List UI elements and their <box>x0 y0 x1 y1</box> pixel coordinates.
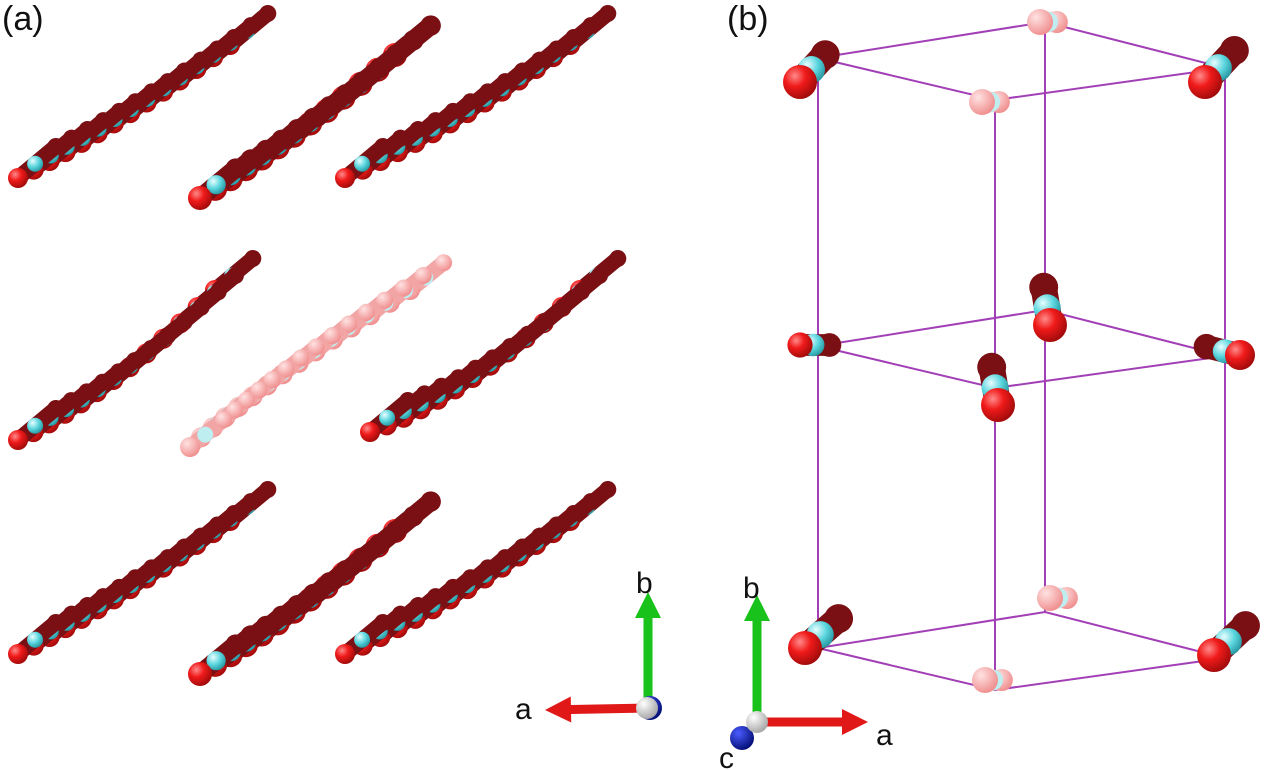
co2-molecule-icon <box>188 634 246 686</box>
molecule-chain <box>335 481 617 664</box>
co2-molecule-icon <box>335 138 392 188</box>
co2-molecule-icon <box>1029 272 1067 342</box>
co2-molecule-icon <box>1037 585 1078 611</box>
molecule-chain <box>180 254 453 457</box>
axis-b-arrow-icon <box>744 595 770 727</box>
molecule-chain <box>8 481 277 664</box>
co2-molecule-icon <box>1027 9 1068 35</box>
axis-a-label: a <box>876 719 893 752</box>
co2-molecule-icon <box>8 614 65 664</box>
panel-a-label: (a) <box>2 0 44 38</box>
axis-c-icon <box>730 726 754 750</box>
co2-molecule-icon <box>787 332 842 358</box>
cell-face <box>817 610 1226 692</box>
cell-molecules <box>783 9 1260 693</box>
co2-molecule-icon <box>969 89 1010 115</box>
co2-molecule-icon <box>972 667 1013 693</box>
panel-b-axis-triad: b a c <box>719 572 893 770</box>
axis-origin-icon <box>746 711 768 733</box>
molecule-layer <box>8 250 627 457</box>
axis-origin-icon <box>636 697 658 719</box>
molecule-chain <box>335 5 617 188</box>
molecule-layer <box>8 481 617 686</box>
co2-molecule-icon <box>1197 611 1260 672</box>
molecule-layer <box>8 5 617 210</box>
co2-molecule-icon <box>8 138 65 188</box>
molecule-chain <box>188 491 441 686</box>
axis-a-label: a <box>515 693 532 726</box>
co2-molecule-icon <box>788 604 854 665</box>
molecule-chain <box>8 250 262 450</box>
molecule-chain <box>360 250 627 442</box>
unit-cell-edges <box>817 20 1226 692</box>
axis-c-label: c <box>719 742 734 770</box>
molecule-chain <box>8 5 277 188</box>
co2-molecule-icon <box>977 352 1015 422</box>
panel-a-layers <box>8 5 627 686</box>
panel-a-axis-triad: ba <box>515 567 662 726</box>
co2-molecule-icon <box>1188 36 1249 99</box>
axis-b-arrow-icon <box>635 592 661 713</box>
axis-a-arrow-icon <box>752 709 868 735</box>
axis-b-label: b <box>636 567 653 600</box>
axis-a-arrow-icon <box>545 696 653 723</box>
co2-molecule-icon <box>180 411 233 457</box>
co2-molecule-icon <box>188 158 246 210</box>
co2-molecule-icon <box>8 400 65 450</box>
co2-molecule-icon <box>360 392 417 442</box>
co2-molecule-icon <box>783 40 840 99</box>
panel-b-unit-cell <box>783 9 1260 693</box>
co2-molecule-icon <box>335 614 392 664</box>
axis-b-label: b <box>743 572 760 605</box>
panel-b-label: (b) <box>727 0 769 38</box>
molecule-chain <box>188 15 441 210</box>
cell-face <box>817 308 1226 390</box>
co2-molecule-icon <box>1193 333 1255 370</box>
cell-face <box>817 20 1226 102</box>
